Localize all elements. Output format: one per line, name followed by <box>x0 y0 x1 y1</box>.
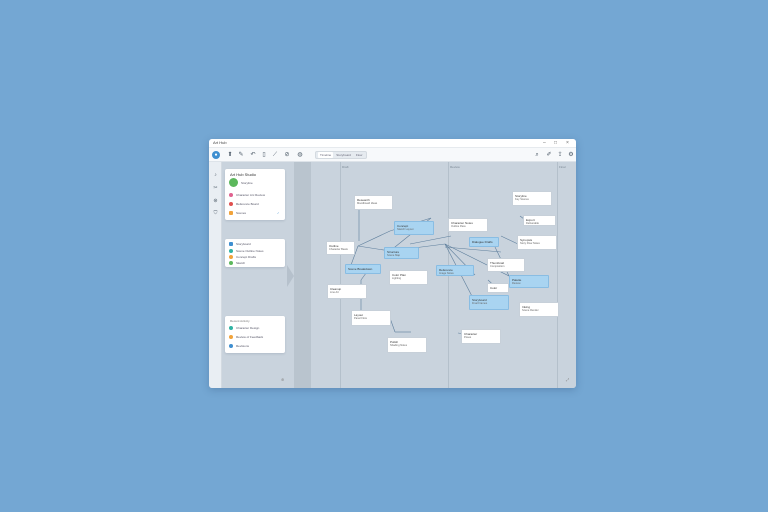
close-icon[interactable]: × <box>566 140 569 146</box>
trash-icon[interactable]: ▯ <box>262 152 266 158</box>
avatar <box>229 178 238 187</box>
expand-icon[interactable]: ⤢ <box>566 377 570 382</box>
window-title: Art Hub <box>213 140 227 145</box>
tab-storyboard[interactable]: Storyboard <box>336 153 351 157</box>
panel-splitter[interactable] <box>294 162 311 388</box>
title-bar: Art Hub – □ × <box>209 139 576 148</box>
flow-node[interactable]: Color <box>487 283 509 293</box>
flow-canvas[interactable]: Draft Review Final <box>281 162 576 388</box>
folder-icon <box>229 210 233 215</box>
maximize-icon[interactable]: □ <box>554 140 558 146</box>
pin-icon[interactable]: ⬆ <box>227 152 233 158</box>
list-item[interactable]: Character Arc Review <box>229 192 265 197</box>
flow-node[interactable]: Scene Breakdown <box>345 264 381 274</box>
expand-icon[interactable]: ✓ <box>277 211 280 215</box>
scissors-icon[interactable]: ✂ <box>213 185 218 191</box>
tab-timeline[interactable]: Timeline <box>318 152 334 158</box>
list-item[interactable]: Scene Outline Notes <box>229 248 264 253</box>
minimize-icon[interactable]: – <box>543 140 546 146</box>
share-node-icon[interactable]: ⊛ <box>213 198 218 204</box>
project-title: Art Hub Studio <box>230 172 257 177</box>
panel-header: Storyboard <box>229 241 251 246</box>
status-dot <box>229 248 233 253</box>
status-dot <box>229 254 233 259</box>
list-item[interactable]: Character Design <box>229 325 259 330</box>
recent-title: Recent Activity <box>230 319 250 323</box>
link-icon[interactable]: ⊘ <box>284 152 290 158</box>
status-dot <box>229 260 233 265</box>
lane-divider <box>557 162 558 388</box>
status-dot <box>229 192 233 197</box>
tab-flow[interactable]: Flow <box>355 153 363 157</box>
lane-divider <box>340 162 341 388</box>
status-dot <box>229 325 233 330</box>
settings-icon[interactable]: ⚙ <box>568 152 574 158</box>
storyboard-panel: Storyboard Scene Outline Notes Concept D… <box>225 239 285 267</box>
share-icon[interactable]: ⇪ <box>557 152 563 158</box>
recent-panel: Recent Activity Character Design Review … <box>225 316 285 353</box>
view-tabs: Timeline Storyboard Flow <box>315 151 368 159</box>
undo-icon[interactable]: ↶ <box>250 152 256 158</box>
project-panel: Art Hub Studio Storyline Character Arc R… <box>225 169 285 220</box>
list-item[interactable]: Concept Drafts <box>229 254 256 259</box>
pencil-icon[interactable]: ✎ <box>238 152 244 158</box>
list-item[interactable]: Sketch <box>229 260 245 265</box>
edit-icon[interactable]: ✐ <box>546 152 552 158</box>
toolbar: ● ⬆ ✎ ↶ ▯ ⟋ ⊘ ◍ Timeline Storyboard Flow… <box>209 148 576 162</box>
list-item[interactable]: Reference Board <box>229 201 259 206</box>
lane-label: Final <box>559 165 566 169</box>
brush-icon[interactable]: ⟋ <box>272 152 278 158</box>
search-icon[interactable]: ⌕ <box>535 152 539 158</box>
paint-icon[interactable]: ◍ <box>297 152 303 158</box>
left-rail: ♪ ✂ ⊛ ⛉ <box>209 162 222 388</box>
home-icon[interactable]: ● <box>212 151 220 159</box>
zoom-icon[interactable]: ⊕ <box>281 377 285 382</box>
music-note-icon[interactable]: ♪ <box>214 172 217 178</box>
status-dot <box>229 334 233 339</box>
storyboard-icon <box>229 241 233 246</box>
project-header: Storyline <box>229 178 253 187</box>
status-dot <box>229 201 233 206</box>
list-item[interactable]: Scenes <box>229 210 246 215</box>
shield-icon[interactable]: ⛉ <box>213 210 218 216</box>
collapse-arrow-icon[interactable] <box>287 265 294 287</box>
list-item[interactable]: Review of Feedback <box>229 334 263 339</box>
project-subtitle: Storyline <box>241 180 253 185</box>
app-window: Art Hub – □ × ● ⬆ ✎ ↶ ▯ ⟋ ⊘ ◍ Timeline S… <box>209 139 576 388</box>
list-item[interactable]: Revisions <box>229 343 249 348</box>
status-dot <box>229 343 233 348</box>
flow-node[interactable]: Dialogue Drafts <box>469 237 499 247</box>
lane-label: Review <box>450 165 460 169</box>
lane-label: Draft <box>342 165 349 169</box>
